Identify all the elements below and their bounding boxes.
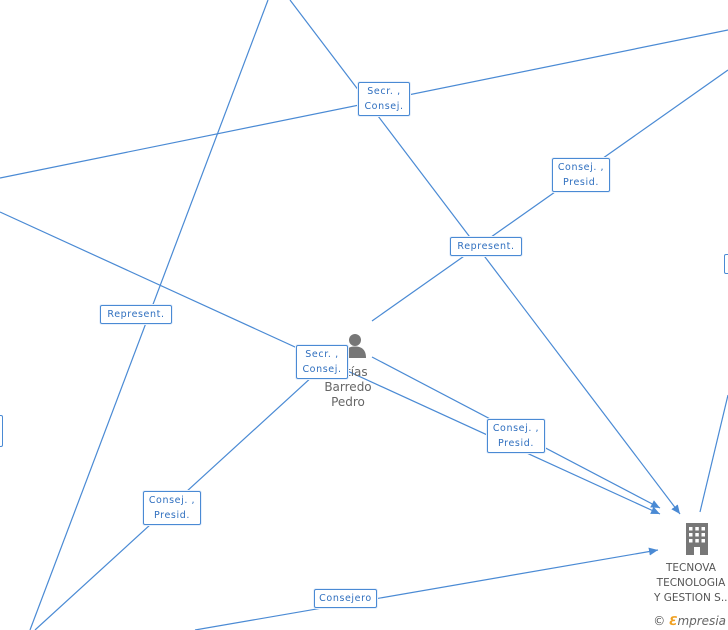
edge-label-text: Consej. , [557,162,605,173]
empresia-watermark: © ℇmpresia [653,614,726,628]
edge-label-text: Consej. , [148,495,196,506]
edge-bottom-to-company [194,547,659,630]
company-node-label[interactable]: TECNOVA TECNOLOGIA Y GESTION S... [654,561,728,603]
offscreen-edge-label-left[interactable] [0,415,3,447]
edge-label-secr-consej-center[interactable]: Secr. , Consej. [296,345,348,379]
person-name-line-2: Barredo [324,380,372,394]
edge-label-text: Presid. [154,510,190,521]
edge-label-text: Secr. , [367,86,401,97]
edge-label-secr-consej-top[interactable]: Secr. , Consej. [358,82,410,116]
edge-label-text: Consej. , [492,423,540,434]
edge-label-consej-presid-right[interactable]: Consej. , Presid. [552,158,610,192]
edge-label-text: Consej. [364,101,404,112]
copyright-symbol: © [653,614,666,628]
edge-label-represent-middle[interactable]: Represent. [450,237,522,256]
edge-label-consej-presid-lower[interactable]: Consej. , Presid. [143,491,201,525]
edge-label-text: Represent. [107,309,165,320]
edge-label-text: Presid. [498,438,534,449]
edge-person-to-top-right [371,69,728,322]
empresia-logo-e: ℇ [669,614,678,628]
building-icon[interactable] [682,522,712,556]
company-name-line-3: Y GESTION S... [654,592,728,603]
edge-label-represent-left[interactable]: Represent. [100,305,172,324]
edge-label-text: Secr. , [305,349,339,360]
offscreen-edge-label-right[interactable] [724,254,728,274]
company-name-line-2: TECNOLOGIA [656,577,726,589]
person-icon[interactable] [342,331,368,359]
edge-label-consej-presid-center[interactable]: Consej. , Presid. [487,419,545,453]
edge-company-to-right [699,394,728,513]
edge-label-text: Presid. [563,177,599,188]
company-name-line-1: TECNOVA [665,562,716,574]
edge-label-text: Represent. [457,241,515,252]
edge-top-to-company [289,0,681,515]
person-name-line-3: Pedro [331,395,365,409]
empresia-logo-text: mpresia [677,614,726,628]
edge-label-text: Consej. [302,364,342,375]
edge-label-text: Consejero [319,593,372,604]
edge-label-consejero[interactable]: Consejero [314,589,377,608]
